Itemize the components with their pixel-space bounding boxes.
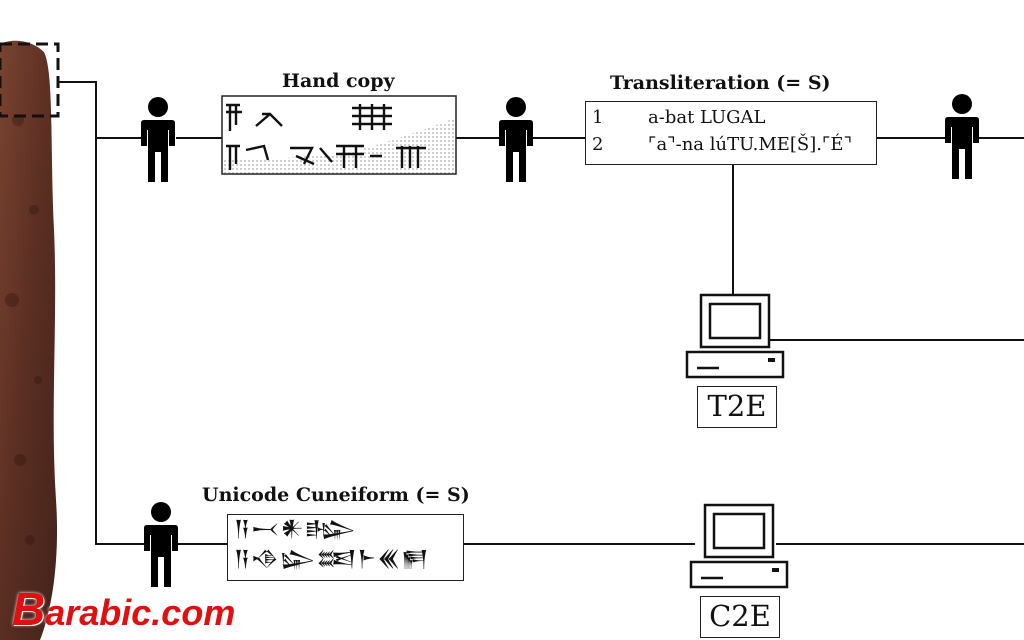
unicode-cuneiform-box: 𒀀𒁁𒀭𒈗 𒀀𒈾𒇽𒌅𒈨𒌍𒂍 (227, 514, 464, 581)
t2e-box: T2E (697, 386, 777, 428)
transliteration-line: 2 ⌜a⌝-na lúTU.ME[Š].⌜É⌝ (592, 131, 870, 158)
person-icon (499, 97, 533, 182)
computer-icon (689, 503, 789, 589)
hand-copy-image (221, 95, 457, 175)
unicode-cuneiform-label: Unicode Cuneiform (= S) (202, 484, 470, 506)
tablet-image (0, 40, 58, 640)
line-number: 2 (592, 134, 604, 155)
watermark-logo: Barabic.com (12, 582, 235, 636)
computer-icon (685, 293, 785, 379)
crop-box (0, 42, 60, 118)
c2e-box: C2E (700, 596, 780, 638)
person-icon (141, 97, 175, 182)
person-icon (144, 502, 178, 587)
connectors (58, 81, 1024, 545)
line-text: a-bat LUGAL (648, 107, 766, 128)
person-icon (945, 94, 979, 179)
cuneiform-line: 𒀀𒈾𒇽𒌅𒈨𒌍𒂍 (234, 547, 430, 572)
line-text: ⌜a⌝-na lúTU.ME[Š].⌜É⌝ (648, 134, 853, 155)
watermark-initial: B (12, 583, 46, 635)
transliteration-box: 1 a-bat LUGAL 2 ⌜a⌝-na lúTU.ME[Š].⌜É⌝ (585, 101, 877, 165)
hand-copy-label: Hand copy (282, 70, 395, 92)
watermark-text: arabic.com (45, 592, 236, 633)
cuneiform-line: 𒀀𒁁𒀭𒈗 (234, 517, 357, 542)
tablet-texture (5, 114, 42, 545)
transliteration-line: 1 a-bat LUGAL (592, 104, 870, 131)
transliteration-label: Transliteration (= S) (610, 72, 831, 94)
line-number: 1 (592, 107, 604, 128)
